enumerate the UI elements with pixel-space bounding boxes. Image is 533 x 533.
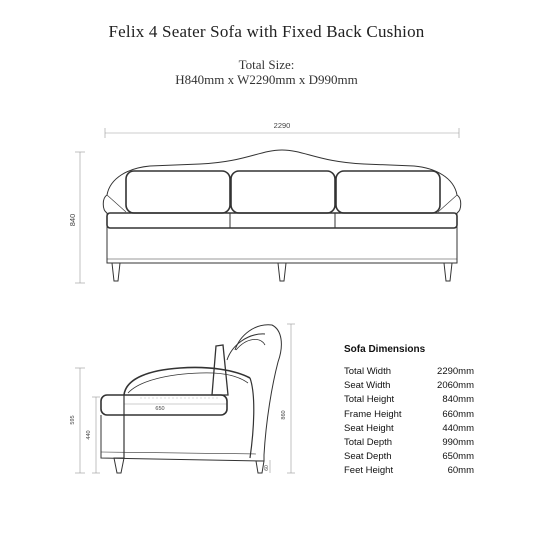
front-leg-1	[111, 262, 121, 282]
dimension-row: Seat Width 2060mm	[344, 379, 474, 393]
side-back-leg	[255, 460, 265, 474]
dimensions-heading: Sofa Dimensions	[344, 344, 426, 355]
dimension-label: Seat Width	[344, 380, 391, 392]
dimension-label: Total Width	[344, 366, 391, 377]
height-dimension-label: 840	[68, 214, 77, 227]
dimension-row: Feet Height 60mm	[344, 464, 474, 478]
side-dimensions	[75, 323, 295, 474]
side-view	[75, 323, 295, 474]
dimension-value: 440mm	[442, 422, 474, 434]
back-cushion-left	[125, 170, 231, 214]
side-back-cushion	[211, 344, 229, 396]
seat-height-label: 440	[86, 430, 92, 439]
dimension-row: Frame Height 660mm	[344, 408, 474, 422]
side-seat-cushion	[100, 394, 228, 416]
dimension-row: Total Height 840mm	[344, 393, 474, 407]
sofa-base	[106, 228, 458, 264]
total-size-value: H840mm x W2290mm x D990mm	[175, 72, 358, 87]
dimension-label: Seat Depth	[344, 451, 392, 463]
left-arm	[102, 194, 108, 263]
dimensions-table: Sofa Dimensions Total Width 2290mm Seat …	[344, 344, 474, 479]
side-front-leg	[113, 457, 125, 474]
feet-height-label: 60	[264, 465, 270, 471]
total-size-label: Total Size:	[238, 57, 295, 72]
side-body	[100, 415, 265, 462]
right-arm	[456, 194, 462, 263]
dimension-row: Total Width 2290mm	[344, 365, 474, 379]
dimension-value: 2290mm	[437, 366, 474, 377]
side-back-outline	[234, 324, 282, 461]
dimension-label: Total Height	[344, 394, 395, 406]
width-dimension-label: 2290	[274, 121, 291, 130]
front-leg-3	[443, 262, 453, 282]
dimension-row: Seat Height 440mm	[344, 422, 474, 436]
dimension-row: Seat Depth 650mm	[344, 450, 474, 464]
dimension-label: Feet Height	[344, 465, 394, 477]
dimension-value: 650mm	[442, 451, 474, 463]
dimension-value: 990mm	[442, 436, 474, 448]
dimension-label: Frame Height	[344, 408, 402, 420]
seat-depth-label: 650	[155, 406, 164, 412]
sofa-back-outline	[106, 149, 458, 196]
height-dimension	[75, 151, 85, 284]
dimension-label: Total Depth	[344, 436, 393, 448]
total-height-label: 860	[281, 410, 287, 419]
seat-cushions	[106, 212, 458, 229]
side-back-inner	[226, 333, 266, 361]
dimension-value: 2060mm	[437, 380, 474, 392]
dimension-value: 840mm	[442, 394, 474, 406]
dimension-label: Seat Height	[344, 422, 394, 434]
back-cushion-right	[335, 170, 441, 214]
width-dimension	[104, 128, 460, 138]
front-view	[75, 128, 462, 284]
dimension-value: 660mm	[442, 408, 474, 420]
dimension-row: Total Depth 990mm	[344, 436, 474, 450]
dimension-value: 60mm	[447, 465, 474, 477]
side-arm	[123, 366, 251, 396]
page-title: Felix 4 Seater Sofa with Fixed Back Cush…	[108, 22, 425, 41]
front-leg-2	[277, 262, 287, 282]
frame-height-label: 595	[70, 415, 76, 424]
back-cushion-middle	[230, 170, 336, 214]
